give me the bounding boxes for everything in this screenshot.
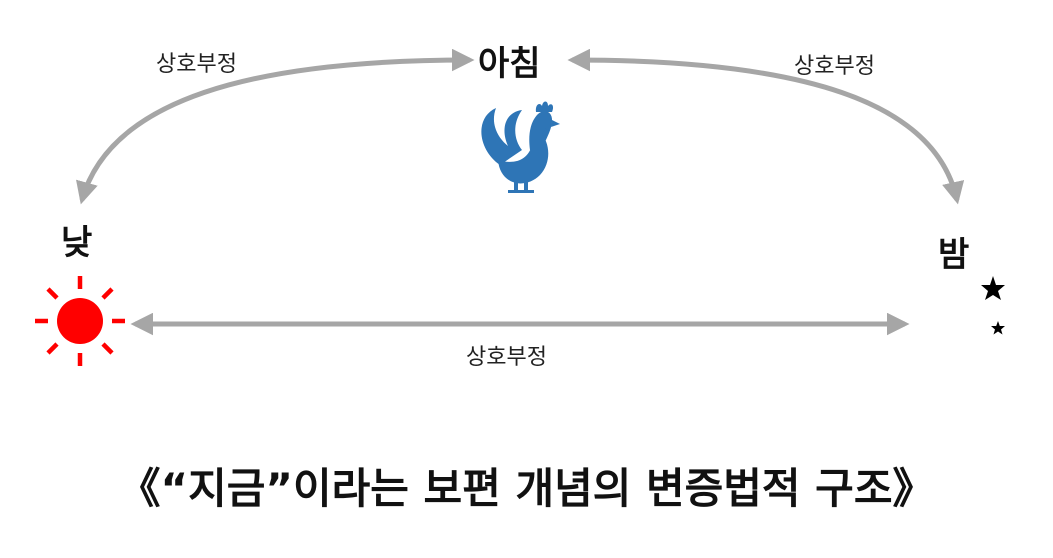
sun-icon (35, 276, 125, 366)
arrow-day-morning (76, 48, 475, 205)
node-label-night: 밤 (938, 235, 970, 275)
edge-label-morning-night: 상호부정 (794, 54, 875, 79)
diagram-caption: 《“지금”이라는 보편 개념의 변증법적 구조》 (118, 464, 935, 513)
moon-stars-icon (916, 276, 1005, 357)
arrow-morning-night (567, 48, 965, 205)
node-label-day: 낮 (61, 223, 93, 263)
node-label-morning: 아침 (478, 44, 541, 84)
rooster-icon (481, 101, 560, 193)
edge-label-day-night: 상호부정 (466, 345, 547, 370)
edge-label-day-morning: 상호부정 (156, 52, 237, 77)
